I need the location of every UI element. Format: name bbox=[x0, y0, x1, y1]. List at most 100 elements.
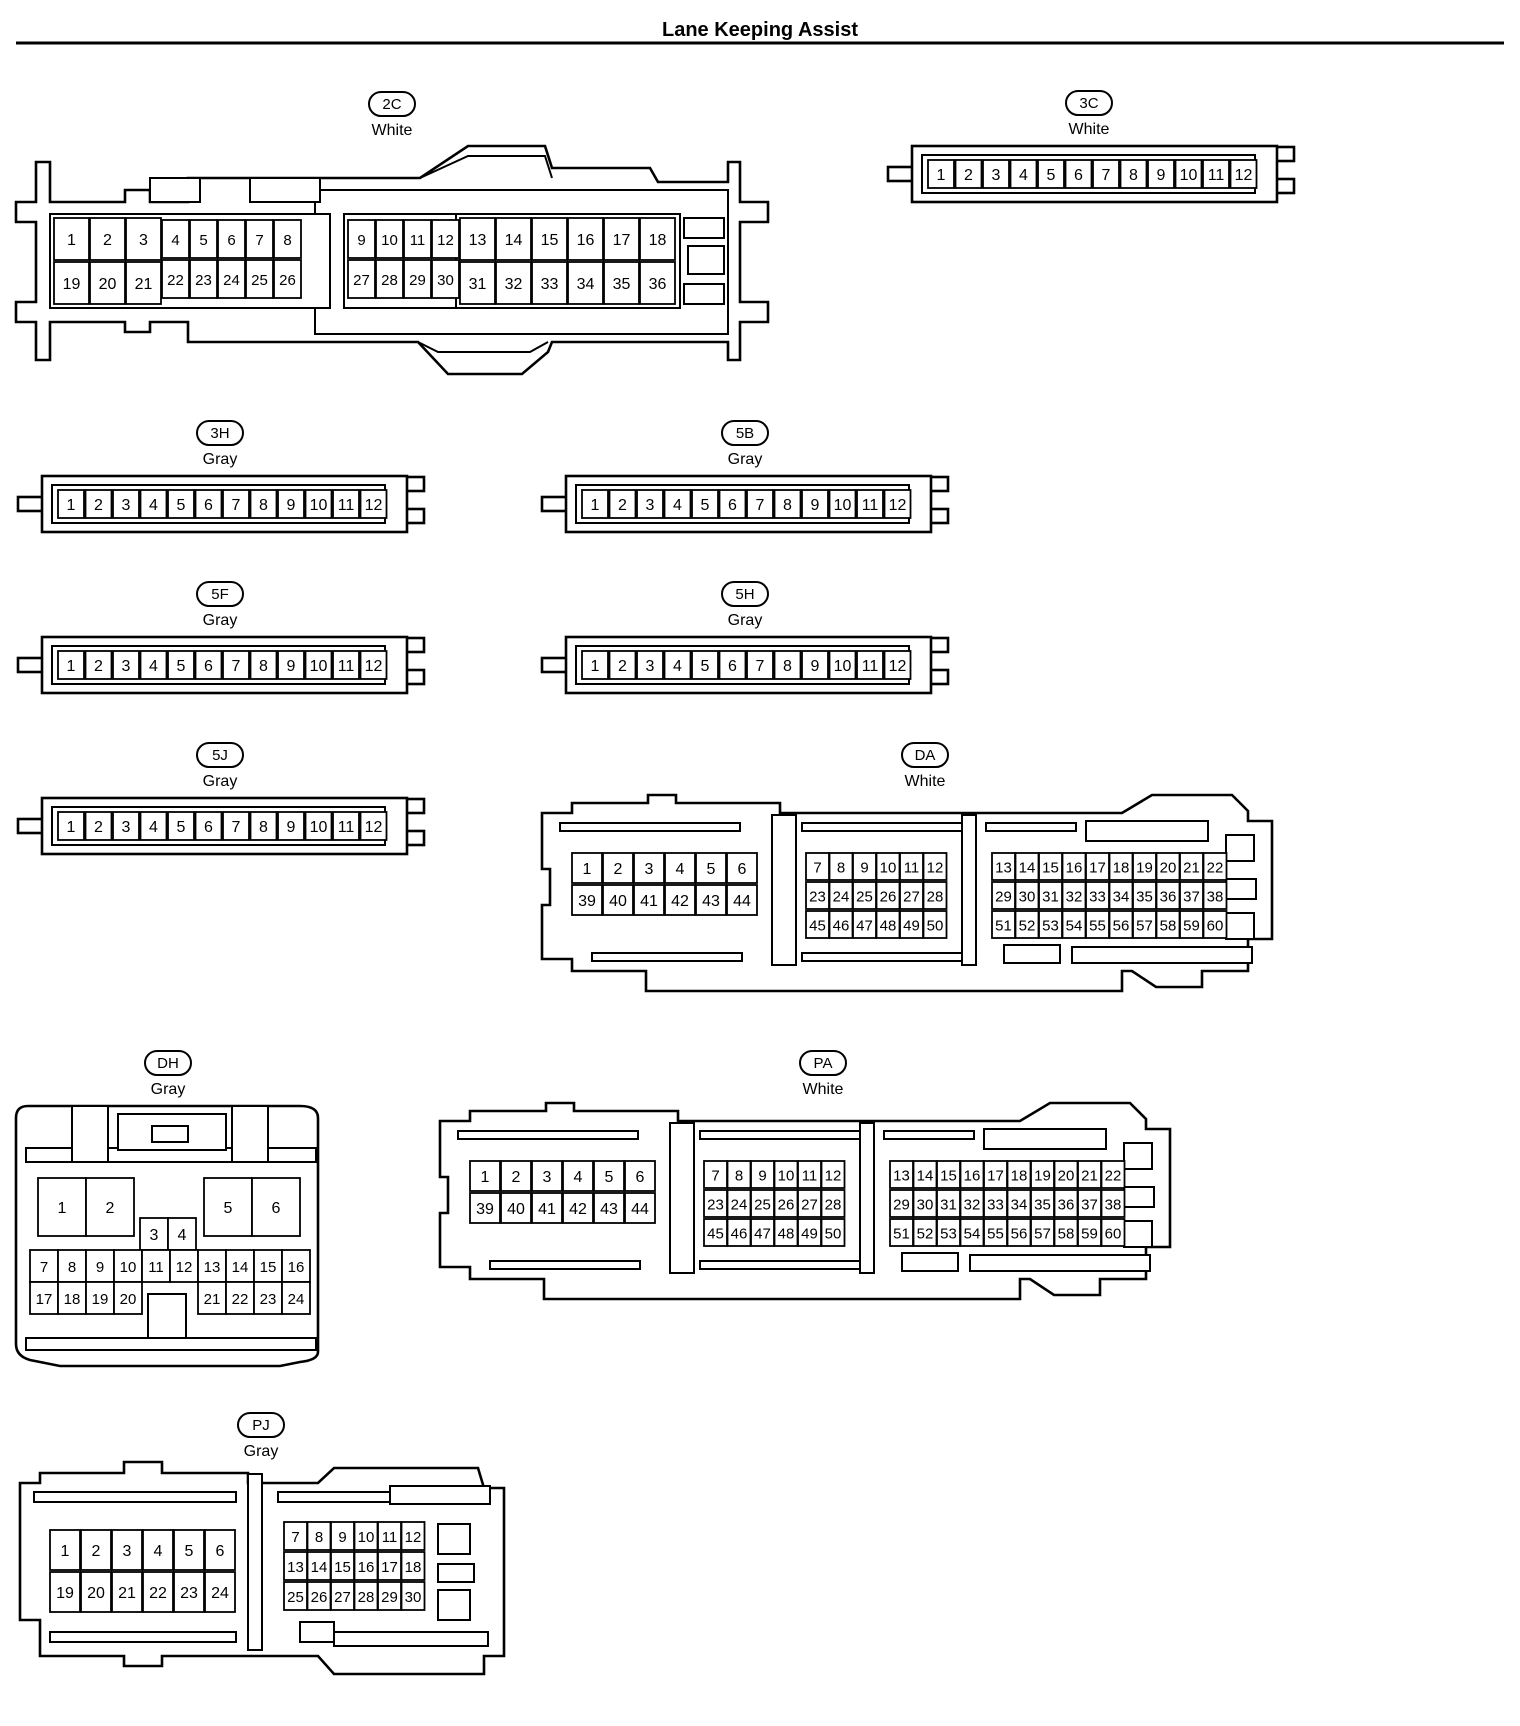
pin-number: 7 bbox=[1102, 167, 1111, 184]
pin-number: 16 bbox=[964, 1168, 981, 1185]
pin-number: 55 bbox=[987, 1226, 1004, 1243]
pin-1: 1 bbox=[57, 489, 85, 519]
pin-30: 30 bbox=[1014, 881, 1040, 910]
pin-cavity bbox=[663, 650, 692, 680]
pin-cavity bbox=[663, 489, 692, 519]
pin-12: 12 bbox=[359, 489, 388, 519]
pin-number: 3 bbox=[139, 232, 148, 249]
pin-cavity bbox=[400, 1551, 426, 1581]
pin-number: 21 bbox=[118, 1585, 136, 1602]
pin-number: 10 bbox=[834, 658, 852, 675]
pin-number: 10 bbox=[1180, 167, 1198, 184]
pin-8: 8 bbox=[726, 1160, 752, 1189]
pin-number: 38 bbox=[1207, 889, 1224, 906]
pin-number: 60 bbox=[1105, 1226, 1122, 1243]
pin-number: 6 bbox=[728, 658, 737, 675]
pin-number: 6 bbox=[227, 232, 235, 249]
pin-8: 8 bbox=[1119, 159, 1148, 189]
pin-40: 40 bbox=[602, 884, 634, 916]
pin-number: 30 bbox=[917, 1197, 934, 1214]
pin-number: 36 bbox=[1160, 889, 1177, 906]
pin-25: 25 bbox=[852, 881, 877, 910]
pin-17: 17 bbox=[1085, 852, 1110, 881]
pin-number: 52 bbox=[1019, 918, 1036, 935]
pin-cavity bbox=[691, 489, 719, 519]
pin-number: 31 bbox=[469, 276, 487, 293]
pin-33: 33 bbox=[531, 261, 568, 305]
pin-number: 13 bbox=[469, 232, 487, 249]
pin-25: 25 bbox=[245, 259, 274, 299]
pin-15: 15 bbox=[253, 1249, 283, 1283]
pin-cavity bbox=[581, 489, 609, 519]
pin-30: 30 bbox=[912, 1189, 938, 1218]
pin-number: 13 bbox=[204, 1259, 221, 1276]
pin-cavity bbox=[828, 650, 857, 680]
pin-number: 24 bbox=[731, 1197, 748, 1214]
pin-cavity bbox=[801, 650, 829, 680]
pin-cavity bbox=[922, 881, 948, 910]
pin-cavity bbox=[304, 489, 333, 519]
pin-cavity bbox=[141, 1249, 171, 1283]
pin-number: 42 bbox=[569, 1201, 587, 1218]
pin-number: 6 bbox=[1074, 167, 1083, 184]
connector-id: DA bbox=[915, 747, 936, 764]
pin-number: 6 bbox=[204, 819, 213, 836]
pin-number: 11 bbox=[338, 658, 355, 675]
pin-number: 10 bbox=[310, 658, 328, 675]
pin-cavity bbox=[608, 650, 637, 680]
pin-cavity bbox=[281, 1249, 311, 1283]
pin-number: 60 bbox=[1207, 918, 1224, 935]
pin-48: 48 bbox=[875, 910, 901, 939]
pin-number: 30 bbox=[1019, 889, 1036, 906]
pin-4: 4 bbox=[663, 489, 692, 519]
pin-cavity bbox=[431, 259, 460, 299]
pin-cavity bbox=[194, 650, 223, 680]
pin-number: 1 bbox=[591, 658, 600, 675]
pin-56: 56 bbox=[1108, 910, 1134, 939]
pin-cavity bbox=[125, 261, 162, 305]
pin-number: 43 bbox=[600, 1201, 618, 1218]
pin-number: 30 bbox=[437, 272, 454, 289]
pin-number: 9 bbox=[357, 232, 365, 249]
pin-cavity bbox=[359, 650, 388, 680]
pin-cavity bbox=[726, 852, 758, 884]
pin-number: 6 bbox=[204, 658, 213, 675]
pin-15: 15 bbox=[330, 1551, 355, 1581]
pin-1: 1 bbox=[57, 650, 85, 680]
pin-5: 5 bbox=[189, 219, 218, 259]
pin-26: 26 bbox=[306, 1581, 332, 1611]
pin-number: 5 bbox=[605, 1169, 614, 1186]
pin-cavity bbox=[359, 811, 388, 841]
pin-8: 8 bbox=[57, 1249, 87, 1283]
pin-number: 52 bbox=[917, 1226, 934, 1243]
pin-number: 6 bbox=[216, 1543, 225, 1560]
pin-number: 36 bbox=[649, 276, 667, 293]
pin-number: 23 bbox=[707, 1197, 724, 1214]
pin-number: 16 bbox=[358, 1559, 375, 1576]
pin-number: 45 bbox=[707, 1226, 724, 1243]
pin-number: 41 bbox=[640, 893, 658, 910]
pin-number: 9 bbox=[287, 658, 296, 675]
connector-id-badge bbox=[196, 420, 244, 446]
pin-number: 12 bbox=[405, 1529, 422, 1546]
rail-top-a bbox=[457, 1130, 639, 1140]
pin-cavity bbox=[80, 1571, 112, 1613]
pin-6: 6 bbox=[204, 1529, 236, 1571]
pin-number: 23 bbox=[195, 272, 212, 289]
pin-49: 49 bbox=[899, 910, 924, 939]
pin-cavity bbox=[856, 650, 884, 680]
pin-cavity bbox=[89, 261, 126, 305]
pin-number: 29 bbox=[893, 1197, 910, 1214]
pin-number: 8 bbox=[315, 1529, 323, 1546]
key-3 bbox=[1225, 912, 1255, 940]
connector-color: Gray bbox=[203, 451, 238, 468]
key-1 bbox=[1225, 834, 1255, 862]
pin-12: 12 bbox=[359, 811, 388, 841]
pin-cavity bbox=[49, 1571, 81, 1613]
rail-top-c bbox=[985, 822, 1077, 832]
pin-18: 18 bbox=[1108, 852, 1134, 881]
pin-cavity bbox=[189, 219, 218, 259]
pin-cavity bbox=[125, 217, 162, 261]
pin-cavity bbox=[562, 1192, 594, 1224]
